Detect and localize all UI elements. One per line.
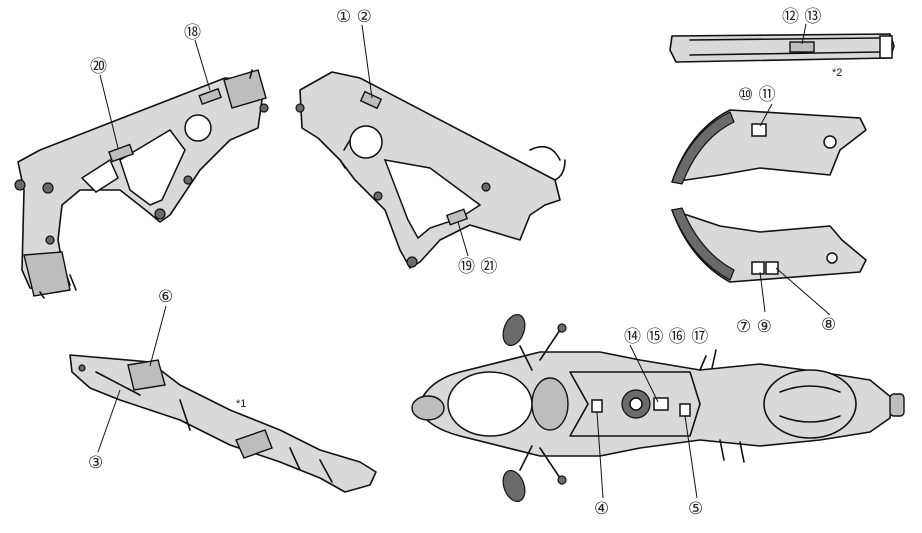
motorcycle-top-view — [411, 313, 905, 503]
label-1-2: ① ② — [336, 7, 372, 27]
frame-left-view — [14, 69, 269, 299]
label-10-11: ⑩ ⑪ — [738, 85, 776, 105]
label-12-13: ⑫ ⑬ — [782, 7, 821, 27]
note-1: *1 — [236, 398, 246, 410]
note-2: *2 — [832, 67, 842, 79]
label-7-9: ⑦ ⑨ — [736, 317, 772, 337]
label-6: ⑥ — [158, 287, 173, 307]
label-3: ③ — [88, 453, 103, 473]
label-14-17: ⑭ ⑮ ⑯ ⑰ — [624, 327, 708, 347]
side-cowl-upper — [671, 109, 867, 185]
leader-lines — [97, 23, 831, 499]
label-4: ④ — [594, 499, 609, 519]
frame-right-view — [295, 71, 566, 269]
label-19-21: ⑲ ㉑ — [458, 257, 497, 277]
label-5: ⑤ — [688, 499, 703, 519]
side-cowl-lower — [671, 207, 867, 283]
under-cowl-part — [69, 354, 377, 493]
label-18: ⑱ — [184, 23, 201, 43]
footnote-markers: *1 *2 — [236, 67, 842, 410]
seat-rail-part — [669, 33, 895, 63]
label-8: ⑧ — [821, 315, 836, 335]
callout-labels: ① ② ⑱ ⑳ ⑲ ㉑ ⑫ ⑬ ⑩ ⑪ ⑦ ⑨ ⑧ ⑭ ⑮ ⑯ ⑰ ④ ⑤ ⑥ … — [88, 7, 836, 519]
label-20: ⑳ — [90, 57, 107, 77]
